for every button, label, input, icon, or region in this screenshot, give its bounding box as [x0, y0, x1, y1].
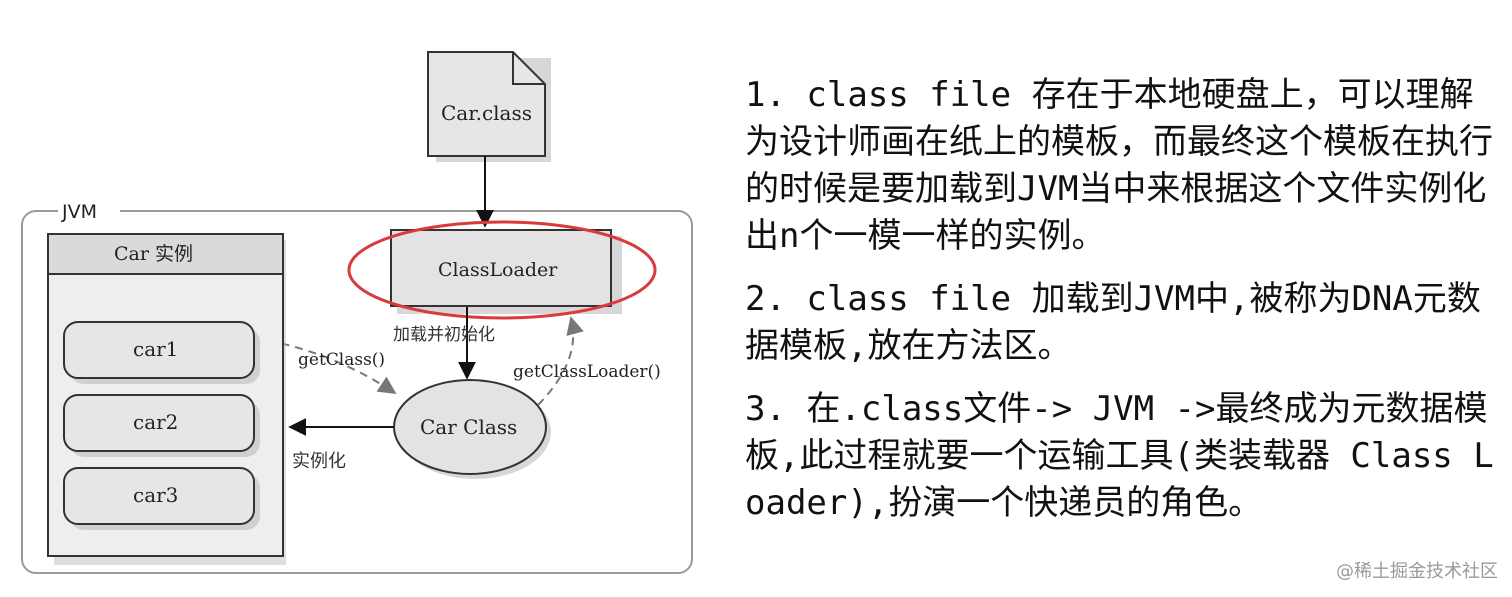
- instance-car2-label: car2: [133, 410, 179, 434]
- classloader-diagram: Car.class JVM Car 实例 car1 car2 car3 Clas…: [0, 0, 720, 597]
- getclass-label: getClass(): [298, 350, 386, 370]
- carclass-label: Car Class: [420, 415, 518, 439]
- instances-title: Car 实例: [114, 243, 193, 265]
- diagram-graphics: [21, 51, 693, 574]
- car1-box: [63, 321, 255, 379]
- instantiate-label: 实例化: [292, 451, 346, 472]
- car3-box: [63, 467, 255, 525]
- jvm-container: [21, 210, 693, 574]
- instance-car1-label: car1: [133, 337, 179, 361]
- car2-box: [63, 394, 255, 452]
- getclassloader-arrow: [537, 316, 584, 406]
- getclassloader-label: getClassLoader(): [513, 362, 661, 382]
- file-label: Car.class: [441, 101, 532, 125]
- file-icon: [427, 51, 546, 157]
- watermark: @稀土掘金技术社区: [1336, 561, 1498, 582]
- note-item: 3. 在.class文件-> JVM ->最终成为元数据模板,此过程就要一个运输…: [745, 389, 1494, 523]
- instance-car3-label: car3: [133, 483, 179, 507]
- jvm-label: JVM: [62, 201, 97, 223]
- classloader-label: ClassLoader: [438, 259, 558, 281]
- classloader-box: [390, 229, 612, 307]
- load-init-label: 加载并初始化: [393, 325, 495, 345]
- note-item: 2. class file 加载到JVM中,被称为DNA元数据模板,放在方法区。: [745, 279, 1481, 366]
- note-item: 1. class file 存在于本地硬盘上，可以理解为设计师画在纸上的模板，而…: [745, 75, 1493, 256]
- notes-list: 1. class file 存在于本地硬盘上，可以理解为设计师画在纸上的模板，而…: [745, 72, 1505, 543]
- highlight-ellipse: [347, 220, 657, 320]
